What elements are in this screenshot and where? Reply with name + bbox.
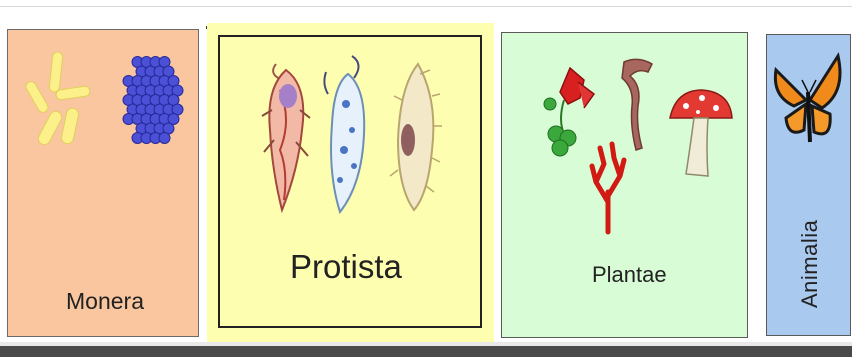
kingdom-label-monera: Monera xyxy=(66,288,144,315)
paramecium-icon xyxy=(392,60,440,214)
top-rule xyxy=(0,6,852,7)
seaweed-icon xyxy=(618,56,658,152)
butterfly-icon xyxy=(772,52,844,152)
kingdom-label-protista: Protista xyxy=(290,248,402,286)
kingdom-label-plantae: Plantae xyxy=(592,262,667,288)
cocci-cluster-icon xyxy=(118,54,184,150)
flagellate-icon xyxy=(324,54,374,218)
mushroom-icon xyxy=(668,88,734,180)
red-algae-icon xyxy=(590,142,626,234)
euglena-icon xyxy=(258,60,314,220)
bottom-bar xyxy=(0,346,852,357)
kingdom-label-animalia: Animalia xyxy=(797,220,823,308)
bacilli-rods-icon xyxy=(26,50,96,150)
